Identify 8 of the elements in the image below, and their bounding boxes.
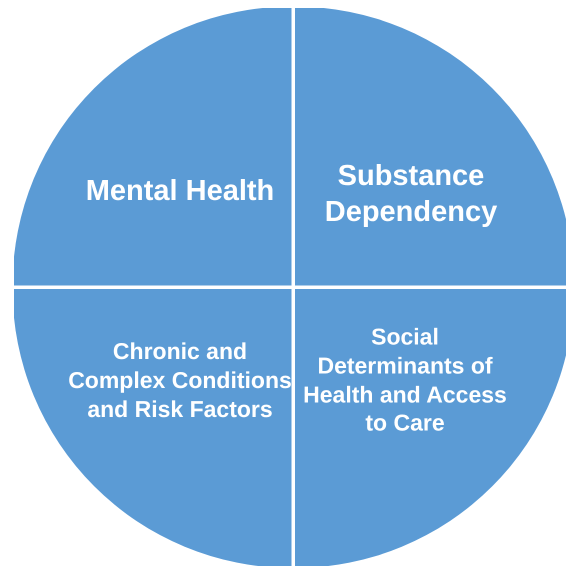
quadrant-label: Mental Health [84, 174, 276, 209]
circle-quadrant [14, 288, 292, 566]
circle-quadrant [294, 288, 566, 566]
quadrant-label: Chronic and Complex Conditions and Risk Factors [67, 336, 293, 424]
quadrant-label: Substance Dependency [324, 158, 498, 230]
circle-quadrant [14, 8, 292, 286]
quadrant-label: Social Determinants of Health and Access to Care [302, 322, 508, 438]
circle-quadrant [294, 8, 566, 286]
